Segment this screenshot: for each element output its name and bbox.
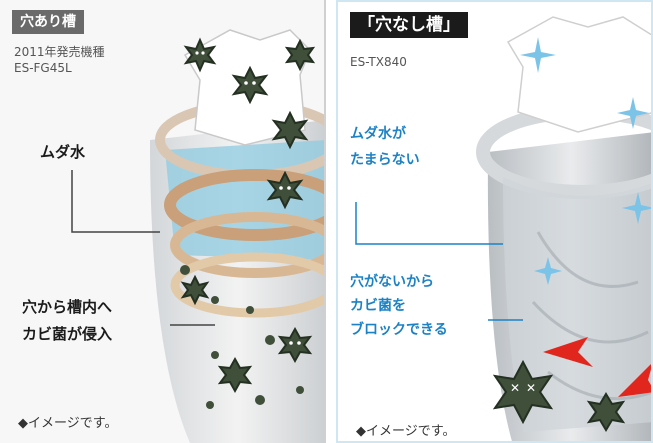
left-tub-illustration	[71, 29, 324, 443]
tub-type-label: 「穴なし槽」	[350, 12, 468, 38]
sparkle-icon	[534, 257, 562, 285]
mold-germ-icon	[284, 38, 316, 72]
mold-germ-icon	[180, 274, 210, 306]
mold-germ-icon	[277, 326, 313, 364]
sparkle-icon	[617, 97, 649, 129]
right-panel-tub-without-holes: ✕ ✕ 「穴なし槽」 ES-TX840 ムダ水が たまらない 穴がないから カビ…	[336, 0, 653, 443]
wasted-water-callout: ムダ水	[40, 143, 86, 161]
model-number-label: ES-TX840	[350, 55, 407, 69]
model-number-label: ES-FG45L	[14, 61, 72, 75]
left-panel-tub-with-holes: 穴あり槽 2011年発売機種 ES-FG45L ムダ水 穴から槽内へ カビ菌が侵…	[0, 0, 326, 443]
no-water-callout-line2: たまらない	[350, 152, 420, 168]
image-note: ◆イメージです。	[356, 424, 456, 439]
svg-text:✕: ✕	[510, 381, 520, 395]
model-year-label: 2011年発売機種	[14, 45, 105, 59]
mold-germ-icon	[271, 110, 309, 150]
svg-text:✕: ✕	[526, 381, 536, 395]
blocked-arrow-icon	[543, 337, 593, 367]
mold-entry-callout-line2: カビ菌が侵入	[22, 325, 113, 343]
mold-entry-callout-line1: 穴から槽内へ	[22, 298, 113, 316]
defeated-mold-icon	[586, 392, 626, 432]
no-water-callout-line1: ムダ水が	[350, 126, 406, 142]
blocked-arrow-icon	[618, 364, 651, 397]
defeated-mold-icon: ✕ ✕	[492, 359, 554, 425]
sparkle-icon	[520, 37, 556, 73]
image-note: ◆イメージです。	[18, 416, 118, 431]
block-mold-callout-line1: 穴がないから	[350, 274, 434, 290]
mold-germ-icon	[183, 37, 217, 73]
right-tub-illustration: ✕ ✕	[355, 16, 651, 441]
mold-germ-icon	[231, 65, 269, 105]
tub-type-label: 穴あり槽	[12, 10, 84, 34]
mold-germ-icon	[217, 356, 253, 394]
block-mold-callout-line3: ブロックできる	[350, 322, 448, 338]
mold-germ-icon	[266, 170, 304, 210]
block-mold-callout-line2: カビ菌を	[350, 298, 406, 314]
sparkle-icon	[622, 192, 651, 224]
